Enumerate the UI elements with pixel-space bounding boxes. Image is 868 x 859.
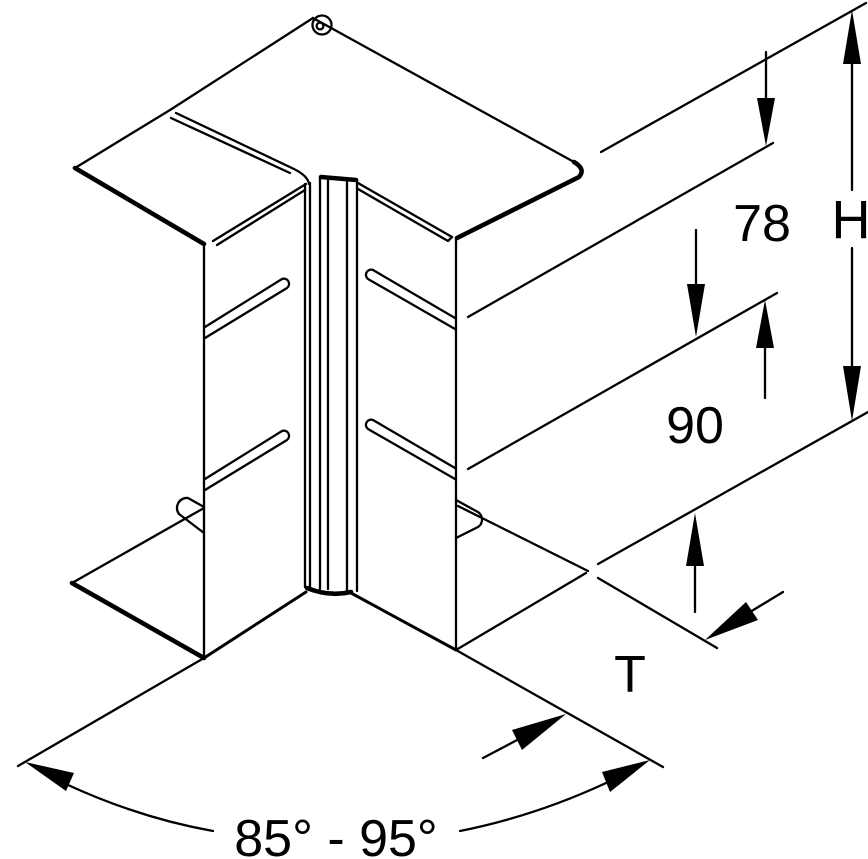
angle-arc-left: [66, 783, 215, 833]
dimension-T: T: [481, 590, 785, 760]
angle-range-label: 85° - 95°: [234, 810, 437, 859]
extension-line-upper-slot: [466, 141, 775, 319]
dimension-78-label: 78: [733, 195, 791, 253]
dimension-90-label: 90: [666, 397, 724, 455]
dim-78-top-arrow: [757, 98, 775, 146]
extension-lines: [466, 1, 868, 650]
dim-T-upper-arrow: [705, 602, 758, 640]
dim-H-bottom-arrow: [843, 366, 861, 421]
left-wall-slot-lower: [203, 429, 291, 492]
angle-leg-left: [16, 656, 206, 768]
angle-leg-right: [454, 648, 665, 769]
dim-H-top-arrow: [843, 10, 861, 64]
flange-hook-left: [175, 496, 206, 535]
dim-T-lower-arrow: [512, 714, 566, 750]
right-wall-bottom-edge: [349, 591, 458, 652]
extension-line-bottom: [596, 410, 868, 566]
cover-rim-left-2: [215, 188, 307, 247]
extension-line-flange-depth: [596, 576, 719, 650]
left-wall: [202, 242, 308, 660]
corner-strip: [303, 174, 359, 597]
cover-fold-line-inner: [169, 116, 292, 175]
left-wall-slot-upper: [203, 277, 291, 340]
dim-90-bottom-arrow: [686, 513, 704, 566]
flange-front-right-edge: [454, 571, 588, 652]
flange-front-left-edge: [69, 580, 207, 661]
right-wall-slot-upper: [364, 268, 457, 331]
strip-top-cap: [318, 174, 359, 183]
dimension-T-label: T: [614, 646, 646, 704]
right-wall-slot-lower: [364, 418, 457, 481]
dimension-90: 90: [666, 228, 724, 614]
cover-top-left-edge: [73, 16, 315, 170]
flange-top-left-edge: [70, 506, 206, 585]
cover-fold-line-outer: [174, 111, 311, 186]
cover-rim-right-1: [356, 181, 454, 239]
angle-arc-right: [458, 781, 608, 833]
extension-line-top: [599, 1, 868, 154]
dim-78-bottom-arrow: [756, 300, 774, 348]
right-wall: [349, 236, 458, 652]
dimension-78: 78: [733, 50, 791, 400]
dim-T-lower-shaft: [481, 737, 521, 760]
screw-icon: [311, 14, 333, 36]
angle-dimension: 85° - 95°: [16, 648, 665, 859]
dimension-H-label: H: [832, 190, 868, 250]
cover-rim-left-1: [211, 182, 308, 243]
cover-rim-right-2: [356, 187, 454, 243]
extension-line-lower-slot: [466, 291, 779, 471]
dim-90-top-arrow: [687, 284, 705, 337]
dim-T-upper-shaft: [748, 590, 785, 614]
angle-arrow-right: [602, 760, 650, 792]
flange-top-right-edge: [456, 504, 590, 573]
flange-hook-right: [454, 498, 484, 540]
cover-top-right-edge: [311, 16, 576, 164]
dimension-H: H: [832, 10, 868, 421]
cover-front-left-edge: [72, 165, 207, 247]
angle-arrow-left: [25, 762, 74, 791]
cover-lid: [72, 14, 584, 247]
cover-front-right-edge: [454, 159, 584, 241]
left-wall-bottom-edge: [202, 590, 308, 660]
strip-bottom-cap: [304, 585, 354, 597]
base-flange: [69, 496, 590, 661]
